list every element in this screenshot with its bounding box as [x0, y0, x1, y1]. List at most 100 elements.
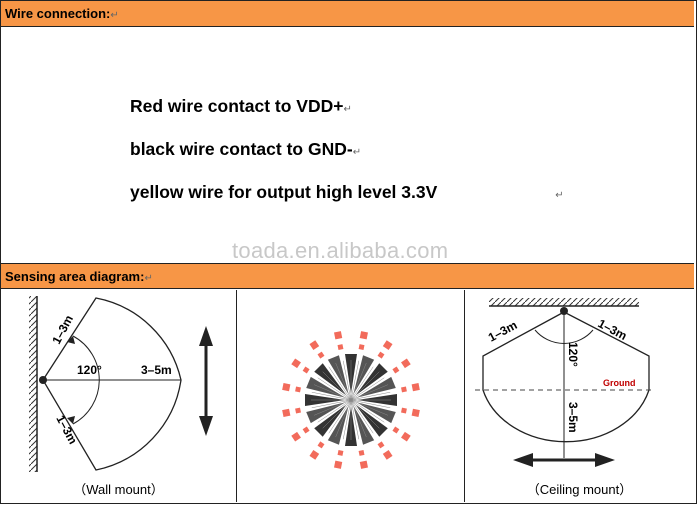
- fresnel-ray: [317, 399, 352, 423]
- ceiling-detection-zone: [482, 311, 650, 443]
- fresnel-square: [411, 383, 420, 392]
- fresnel-square: [317, 351, 325, 359]
- fresnel-square: [392, 366, 400, 374]
- fresnel-spokes: [282, 331, 420, 469]
- watermark: toada.en.alibaba.com: [232, 238, 449, 263]
- wire-instructions: Red wire contact to VDD+↵ black wire con…: [130, 95, 564, 224]
- fresnel-ray: [322, 399, 352, 429]
- fresnel-square: [401, 431, 411, 442]
- fresnel-square: [382, 340, 393, 350]
- fresnel-square: [377, 351, 385, 359]
- fresnel-square: [282, 383, 291, 392]
- fresnel-square: [337, 344, 344, 350]
- fresnel-ray: [350, 399, 389, 416]
- fresnel-ray: [350, 399, 380, 429]
- sensing-area-header: Sensing area diagram:↵: [1, 263, 694, 289]
- fresnel-square: [358, 344, 365, 350]
- fresnel-square: [295, 407, 301, 414]
- arrow-down-icon: [199, 416, 213, 436]
- fresnel-square: [392, 426, 400, 434]
- wall-range-bottom-label: 1–3m: [53, 413, 80, 447]
- wire-line-red: Red wire contact to VDD+↵: [130, 95, 564, 138]
- ceiling-mount-diagram: Ground 1–3m 1–3m 120° 3–5m: [475, 298, 655, 467]
- paragraph-mark-icon: ↵: [144, 273, 153, 284]
- ceiling-mount-panel: Ground 1–3m 1–3m 120° 3–5m （Ceiling moun…: [465, 290, 694, 502]
- fresnel-square: [382, 450, 393, 460]
- fresnel-square: [295, 386, 301, 393]
- fresnel-spoke: [353, 355, 375, 395]
- fresnel-ray: [350, 377, 385, 401]
- sensing-area-title: Sensing area diagram:: [5, 269, 145, 284]
- wall-mount-caption: （Wall mount）: [73, 482, 164, 497]
- fresnel-spoke: [356, 402, 396, 424]
- fresnel-ray: [350, 399, 385, 423]
- ceiling-angle-arc: [534, 329, 594, 344]
- paragraph-mark-icon: ↵: [352, 147, 362, 158]
- fresnel-spoke: [327, 405, 349, 445]
- fresnel-square: [401, 358, 411, 369]
- ceiling-distance-label: 3–5m: [566, 402, 580, 433]
- fresnel-ray: [350, 362, 367, 401]
- wire-line-yellow-text: yellow wire for output high level 3.3V: [130, 182, 438, 202]
- fresnel-spoke: [353, 405, 375, 445]
- paragraph-mark-icon: ↵: [555, 190, 564, 201]
- wall-mount-diagram: 120° 3–5m 1–3m 1–3m: [29, 296, 213, 472]
- fresnel-square: [309, 340, 320, 350]
- fresnel-ray: [313, 384, 352, 401]
- wire-line-red-text: Red wire contact to VDD+: [130, 96, 344, 116]
- ceiling-hatch: [489, 298, 639, 306]
- wire-connection-header: Wire connection:↵: [1, 1, 694, 27]
- arrow-right-icon: [595, 453, 615, 467]
- angle-arc: [72, 335, 100, 425]
- fresnel-ray: [335, 399, 352, 438]
- fresnel-ray: [313, 399, 352, 416]
- fresnel-square: [358, 450, 365, 456]
- wall-distance-label: 3–5m: [141, 363, 172, 377]
- fresnel-ray: [350, 399, 367, 438]
- fresnel-spoke: [327, 355, 349, 395]
- fresnel-ray: [350, 391, 391, 401]
- fresnel-spoke: [306, 402, 346, 424]
- fresnel-square: [302, 366, 310, 374]
- arrow-left-icon: [513, 453, 533, 467]
- ceiling-angle-label: 120°: [566, 342, 580, 367]
- fresnel-ray: [335, 362, 352, 401]
- sensing-panels: 120° 3–5m 1–3m 1–3m （Wall mount）: [1, 290, 694, 502]
- wire-connection-title: Wire connection:: [5, 6, 111, 21]
- fresnel-pattern-panel: [237, 290, 465, 502]
- ceiling-sensor-dot: [560, 307, 568, 315]
- fresnel-ray: [350, 384, 389, 401]
- angle-arrow-bottom: [67, 416, 75, 424]
- fresnel-ray: [350, 366, 374, 401]
- wire-line-black-text: black wire contact to GND-: [130, 139, 353, 159]
- fresnel-square: [291, 358, 301, 369]
- ground-label: Ground: [603, 378, 636, 388]
- wire-line-yellow: yellow wire for output high level 3.3V ↵: [130, 181, 564, 224]
- fresnel-square: [334, 460, 343, 469]
- fresnel-ray: [350, 360, 360, 401]
- paragraph-mark-icon: ↵: [343, 104, 352, 115]
- angle-arrow-top: [67, 336, 75, 344]
- fresnel-ray: [342, 360, 352, 401]
- fresnel-square: [334, 331, 343, 340]
- fresnel-square: [337, 450, 344, 456]
- paragraph-mark-icon: ↵: [110, 10, 119, 21]
- fresnel-square: [359, 331, 368, 340]
- fresnel-square: [317, 441, 325, 449]
- fresnel-ray: [350, 399, 391, 409]
- fresnel-square: [377, 441, 385, 449]
- wall-mount-panel: 120° 3–5m 1–3m 1–3m （Wall mount）: [1, 290, 237, 502]
- ceiling-range-right-label: 1–3m: [596, 316, 630, 343]
- fresnel-spoke: [356, 376, 396, 398]
- fresnel-pattern-diagram: [282, 331, 420, 469]
- fresnel-ray: [311, 391, 352, 401]
- fresnel-ray: [311, 399, 352, 409]
- fresnel-square: [411, 408, 420, 417]
- fresnel-ray: [350, 371, 380, 401]
- wall-hatch: [29, 296, 37, 472]
- fresnel-ray: [328, 399, 352, 434]
- fresnel-ray: [350, 399, 360, 440]
- fresnel-ray: [322, 371, 352, 401]
- fresnel-ray: [317, 377, 352, 401]
- ceiling-mount-caption: （Ceiling mount）: [526, 482, 633, 497]
